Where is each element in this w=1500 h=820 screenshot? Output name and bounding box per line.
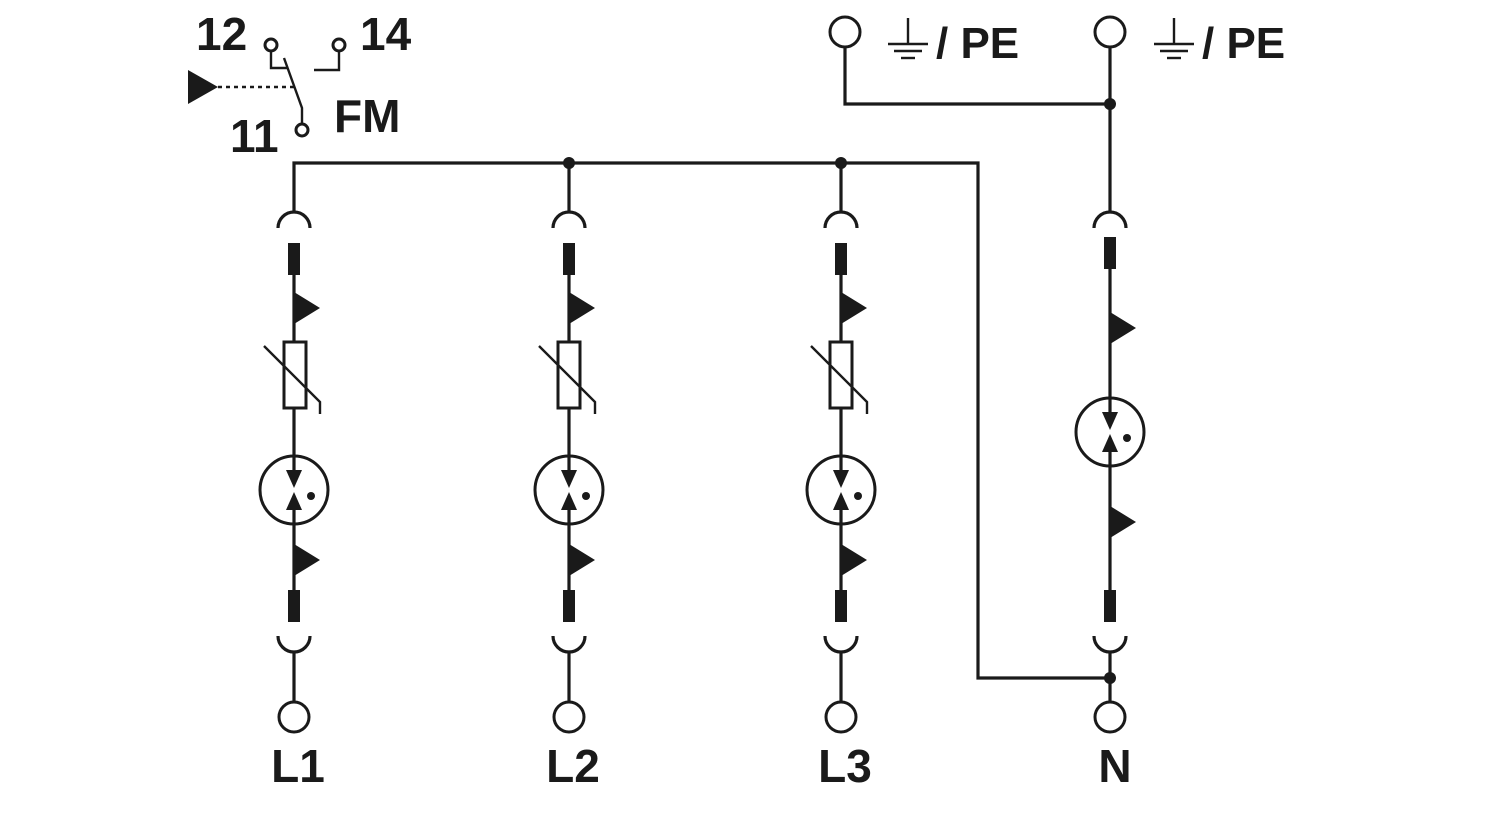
contact-12-terminal (263, 37, 279, 53)
flag-arrow-icon (1110, 506, 1136, 538)
line-label-l2: L2 (546, 740, 600, 792)
plug-contact-top (835, 243, 847, 275)
varistor-icon (538, 340, 597, 414)
plug-contact-top (563, 243, 575, 275)
plug-contact-top (288, 243, 300, 275)
terminal-n (1093, 700, 1127, 734)
branch-l1: L1 (258, 210, 330, 792)
plug-socket-top-icon (276, 210, 312, 229)
terminal-12-label: 12 (196, 8, 247, 60)
branch-n: N (1074, 210, 1146, 792)
plug-socket-bottom-icon (276, 635, 312, 654)
flag-arrow-icon (841, 544, 867, 576)
switch-blade (282, 57, 304, 124)
ground-icon (1154, 18, 1194, 60)
actuator-arrow-icon (188, 70, 218, 104)
pe-label-1: / PE (936, 19, 1019, 68)
pe-bridge-wire (843, 47, 1110, 106)
terminal-l1 (277, 700, 311, 734)
plug-socket-bottom-icon (1092, 635, 1128, 654)
common-bus (292, 157, 1116, 684)
spark-gap-icon (533, 454, 605, 526)
terminal-l3 (824, 700, 858, 734)
flag-arrow-icon (1110, 312, 1136, 344)
plug-contact-bottom (835, 590, 847, 622)
plug-contact-bottom (1104, 590, 1116, 622)
plug-socket-top-icon (1092, 210, 1128, 229)
flag-arrow-icon (294, 292, 320, 324)
plug-contact-bottom (563, 590, 575, 622)
line-label-l3: L3 (818, 740, 872, 792)
fm-label: FM (334, 90, 400, 142)
spark-gap-icon (1074, 396, 1146, 468)
terminal-11-label: 11 (230, 110, 279, 162)
spark-gap-icon (805, 454, 877, 526)
pe-terminal-2 (1093, 15, 1127, 49)
flag-arrow-icon (569, 544, 595, 576)
plug-socket-bottom-icon (823, 635, 859, 654)
remote-contact-fm: 12 14 11 FM (188, 8, 412, 162)
line-label-l1: L1 (271, 740, 325, 792)
pe-label-2: / PE (1202, 19, 1285, 68)
contact-12-lead (269, 51, 287, 70)
plug-contact-bottom (288, 590, 300, 622)
plug-contact-top (1104, 237, 1116, 269)
bus-wire (292, 161, 1110, 680)
plug-socket-top-icon (551, 210, 587, 229)
ground-icon (888, 18, 928, 60)
varistor-icon (810, 340, 869, 414)
flag-arrow-icon (569, 292, 595, 324)
plug-socket-bottom-icon (551, 635, 587, 654)
terminal-l2 (552, 700, 586, 734)
flag-arrow-icon (841, 292, 867, 324)
contact-11-terminal (294, 122, 310, 138)
flag-arrow-icon (294, 544, 320, 576)
pe-terminal-1 (828, 15, 862, 49)
varistor-icon (263, 340, 322, 414)
spark-gap-icon (258, 454, 330, 526)
pe-terminals: / PE / PE (828, 15, 1285, 212)
branch-l3: L3 (805, 210, 877, 792)
contact-14-terminal (331, 37, 347, 53)
terminal-14-label: 14 (360, 8, 412, 60)
plug-socket-top-icon (823, 210, 859, 229)
pe-junction-dot (1104, 98, 1116, 110)
line-label-n: N (1098, 740, 1131, 792)
branch-l2: L2 (533, 210, 605, 792)
contact-14-lead (314, 51, 341, 72)
